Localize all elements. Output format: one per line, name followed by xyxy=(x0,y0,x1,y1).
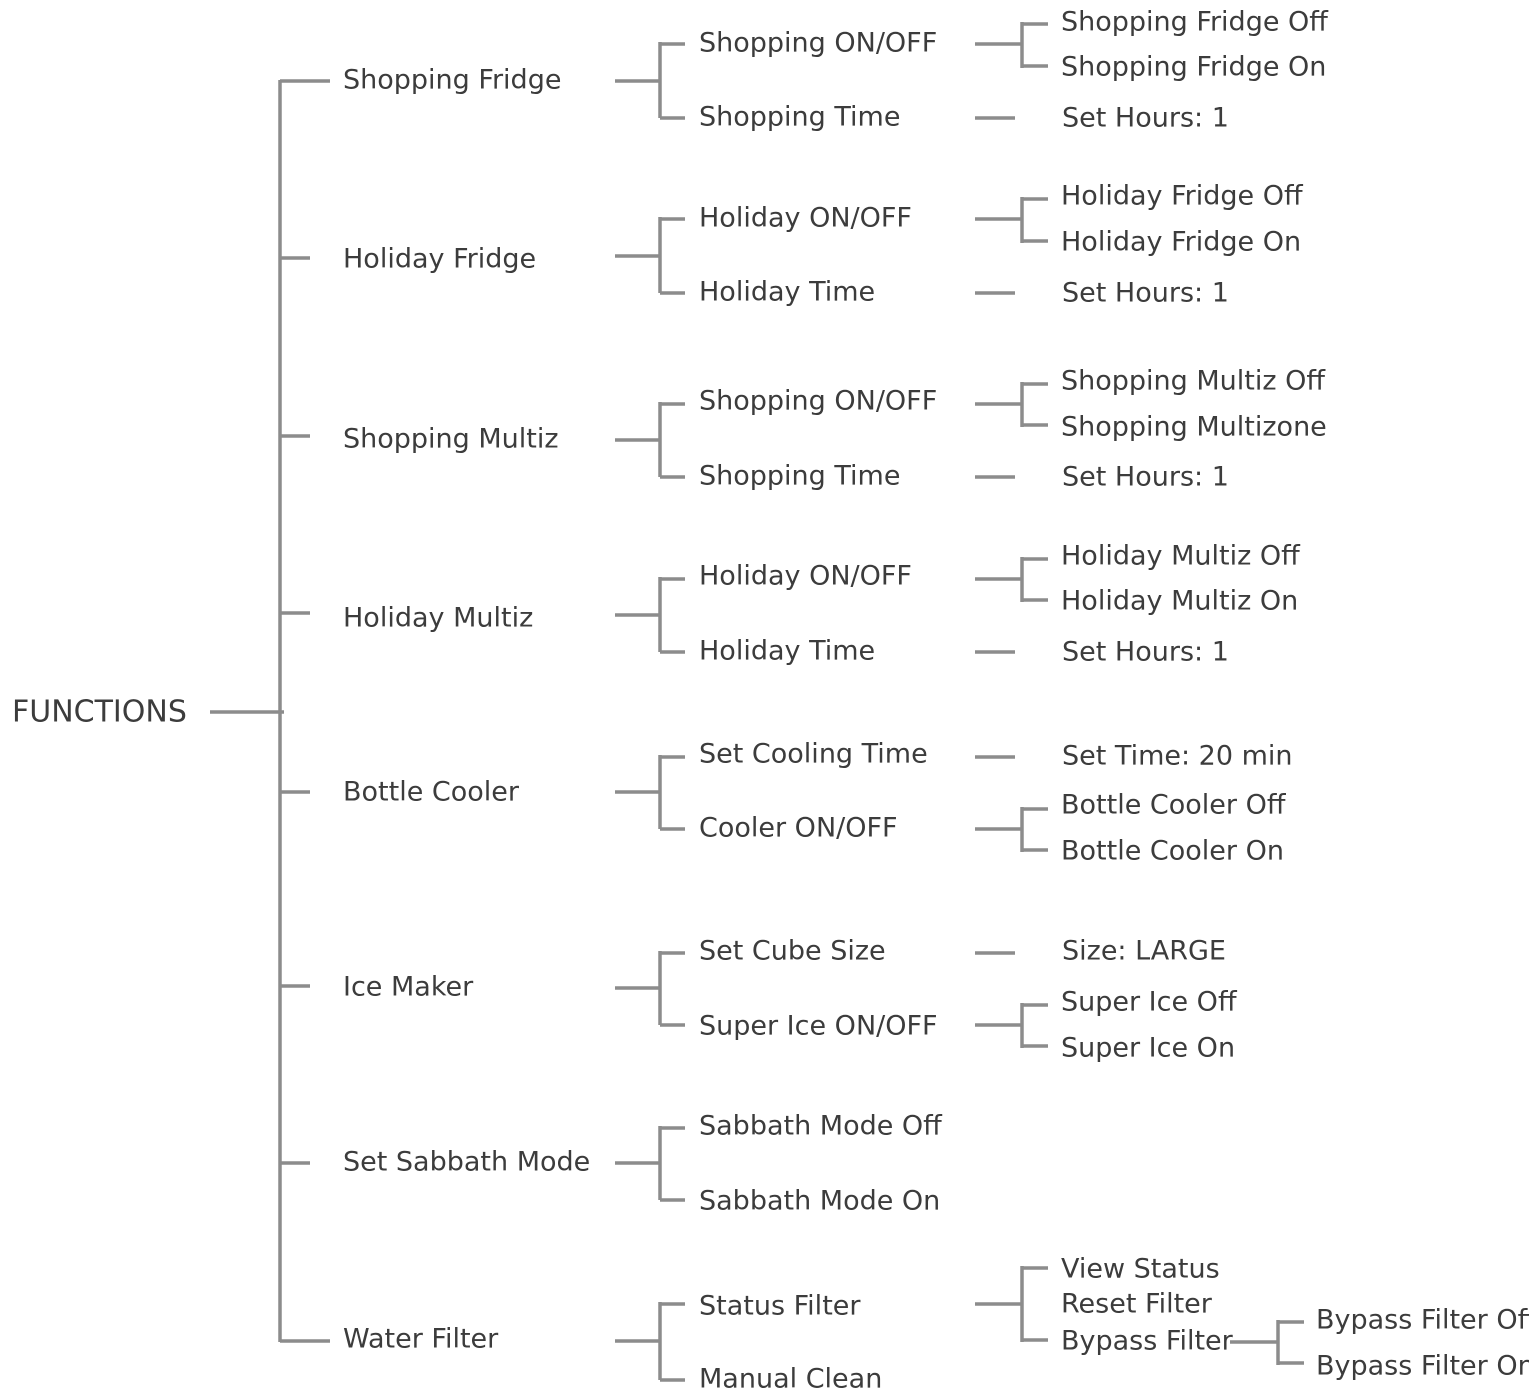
setting-node: Shopping Fridge Off xyxy=(1061,7,1329,38)
option-node: Holiday Time xyxy=(699,636,875,667)
function-node: Shopping Fridge xyxy=(343,65,561,96)
option-node: Super Ice ON/OFF xyxy=(699,1011,938,1042)
setting-node: Set Hours: 1 xyxy=(1062,278,1229,309)
setting-node: Set Time: 20 min xyxy=(1062,741,1293,772)
option-node: Status Filter xyxy=(699,1291,861,1322)
bypass-node: Bypass Filter Off xyxy=(1316,1305,1529,1336)
setting-node: Holiday Multiz Off xyxy=(1061,541,1301,572)
option-node: Holiday ON/OFF xyxy=(699,561,912,592)
setting-node: Shopping Multiz Off xyxy=(1061,366,1326,397)
option-node: Sabbath Mode Off xyxy=(699,1111,943,1142)
setting-node: Set Hours: 1 xyxy=(1062,462,1229,493)
setting-node: Shopping Fridge On xyxy=(1061,52,1326,83)
tree-labels: FUNCTIONS Shopping Fridge Holiday Fridge… xyxy=(12,7,1529,1395)
function-node: Water Filter xyxy=(343,1324,499,1355)
option-node: Set Cooling Time xyxy=(699,739,928,770)
option-node: Shopping Time xyxy=(699,102,900,133)
setting-node: Set Hours: 1 xyxy=(1062,637,1229,668)
setting-node: Holiday Multiz On xyxy=(1061,586,1298,617)
setting-node: Shopping Multizone xyxy=(1061,412,1327,443)
function-node: Holiday Multiz xyxy=(343,603,533,634)
setting-node: Bottle Cooler Off xyxy=(1061,790,1287,821)
option-node: Set Cube Size xyxy=(699,936,886,967)
function-node: Bottle Cooler xyxy=(343,777,520,808)
setting-node: Holiday Fridge On xyxy=(1061,227,1301,258)
setting-node: Bypass Filter xyxy=(1061,1326,1234,1357)
option-node: Cooler ON/OFF xyxy=(699,813,898,844)
option-node: Shopping Time xyxy=(699,461,900,492)
function-node: Shopping Multiz xyxy=(343,424,559,455)
setting-node: Holiday Fridge Off xyxy=(1061,181,1304,212)
setting-node: Size: LARGE xyxy=(1062,936,1226,967)
setting-node: Reset Filter xyxy=(1061,1289,1213,1320)
bypass-node: Bypass Filter On xyxy=(1316,1351,1529,1382)
function-node: Set Sabbath Mode xyxy=(343,1147,590,1178)
tree-connectors xyxy=(210,22,1304,1382)
option-node: Sabbath Mode On xyxy=(699,1186,940,1217)
function-node: Ice Maker xyxy=(343,972,474,1003)
setting-node: Bottle Cooler On xyxy=(1061,836,1284,867)
function-node: Holiday Fridge xyxy=(343,244,536,275)
setting-node: Super Ice On xyxy=(1061,1033,1235,1064)
option-node: Shopping ON/OFF xyxy=(699,28,937,59)
setting-node: Set Hours: 1 xyxy=(1062,103,1229,134)
option-node: Holiday ON/OFF xyxy=(699,203,912,234)
option-node: Manual Clean xyxy=(699,1364,882,1395)
setting-node: View Status xyxy=(1061,1254,1220,1285)
option-node: Shopping ON/OFF xyxy=(699,386,937,417)
setting-node: Super Ice Off xyxy=(1061,987,1238,1018)
option-node: Holiday Time xyxy=(699,277,875,308)
root-node-label: FUNCTIONS xyxy=(12,695,187,730)
